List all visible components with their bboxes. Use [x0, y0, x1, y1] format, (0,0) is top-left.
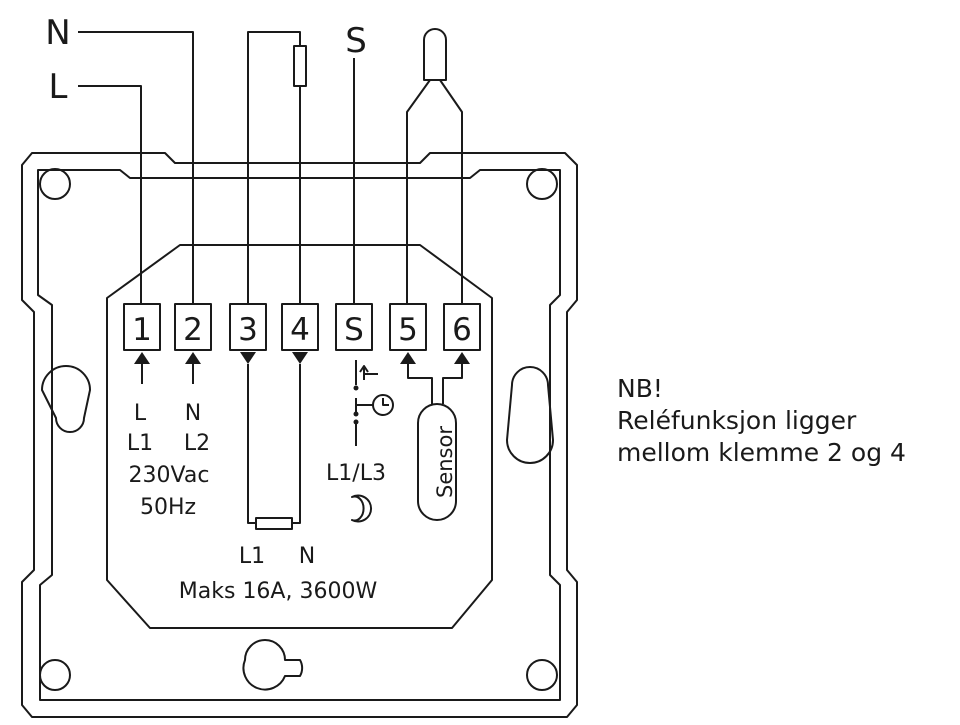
terminal-box-s: [335, 303, 373, 351]
voltage-label: 230Vac: [129, 463, 210, 488]
terminal-1-label: 1: [132, 312, 152, 348]
relay-note: NB! Reléfunksjon ligger mellom klemme 2 …: [617, 373, 906, 469]
wire-sensor-b: [439, 79, 463, 304]
note-line-1: Reléfunksjon ligger: [617, 406, 857, 435]
sensor-body: [417, 403, 457, 521]
supply-n-label: N: [45, 13, 70, 53]
keyhole-bottom: [242, 639, 304, 691]
supply-s-label: S: [345, 21, 367, 61]
arrow-up-1: [134, 352, 150, 364]
screw-hole-bottom-right: [526, 659, 558, 691]
screw-hole-bottom-left: [39, 659, 71, 691]
sensor-wire-loop: [407, 364, 463, 404]
frequency-label: 50Hz: [140, 495, 196, 520]
load-l1-label: L1: [239, 544, 265, 569]
switch-contact-2: [353, 411, 359, 417]
terminal-box-6: [443, 303, 481, 351]
load-element: [255, 517, 293, 530]
keyhole-left: [41, 365, 91, 433]
screw-hole-top-right: [526, 168, 558, 200]
switch-contact-3: [353, 419, 359, 425]
terminal-box-1: [123, 303, 161, 351]
input-n-label: N: [185, 401, 201, 426]
switch-symbol-upper: [359, 365, 378, 380]
arrow-up-5: [400, 352, 416, 364]
mounting-frame-inner: [37, 169, 561, 701]
screw-hole-top-left: [39, 168, 71, 200]
moon-icon: [351, 494, 373, 523]
arrow-up-6: [454, 352, 470, 364]
load-resistor: [293, 45, 307, 87]
terminal-box-5: [389, 303, 427, 351]
wire-l: [78, 85, 142, 304]
keyhole-right: [506, 366, 554, 464]
terminal-4-label: 4: [290, 312, 310, 348]
terminal-3-label: 3: [238, 312, 258, 348]
arrow-up-2: [185, 352, 201, 364]
arrow-down-3: [240, 352, 256, 364]
input-l2-label: L2: [184, 431, 210, 456]
terminal-box-2: [174, 303, 212, 351]
wire-n: [78, 31, 194, 304]
switch-contact-1: [353, 385, 359, 391]
switch-label: L1/L3: [326, 461, 386, 486]
load-n-label: N: [299, 544, 315, 569]
terminal-6-label: 6: [452, 312, 472, 348]
sensor-probe-top: [423, 28, 447, 81]
sensor-label: Sensor: [433, 426, 457, 498]
load-loop: [247, 364, 301, 524]
supply-l-label: L: [49, 67, 68, 107]
wire-t3: [247, 31, 301, 304]
mounting-frame-outer: [21, 152, 578, 718]
terminal-2-label: 2: [183, 312, 203, 348]
note-title: NB!: [617, 374, 663, 403]
module-body: [106, 244, 493, 629]
terminal-s-label: S: [344, 312, 364, 348]
input-l1-label: L1: [127, 431, 153, 456]
arrow-down-4: [292, 352, 308, 364]
terminal-box-3: [229, 303, 267, 351]
load-rating-label: Maks 16A, 3600W: [179, 579, 378, 604]
terminal-box-4: [281, 303, 319, 351]
terminal-5-label: 5: [398, 312, 418, 348]
wire-sensor-a: [406, 79, 431, 304]
note-line-2: mellom klemme 2 og 4: [617, 438, 906, 467]
input-l-label: L: [134, 401, 147, 426]
